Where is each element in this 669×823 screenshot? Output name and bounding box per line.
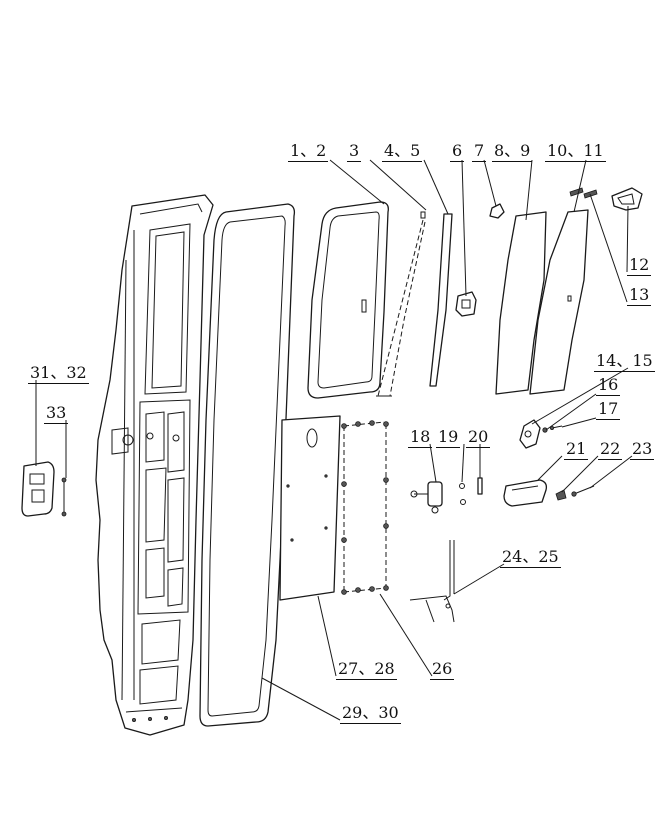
weatherstrip-seal-part: [199, 203, 296, 727]
label-3: 3: [347, 141, 362, 162]
inner-handle-14-15-part: [519, 419, 541, 449]
label-31-32: 31、32: [28, 363, 89, 384]
label-19: 19: [436, 427, 461, 448]
label-4-5: 4、5: [382, 141, 423, 162]
glass-8-9-part: [495, 211, 547, 395]
door-frame-part: [95, 194, 214, 736]
nut-22-part: [555, 489, 567, 501]
label-22: 22: [598, 439, 623, 460]
rod-20-part: [477, 477, 483, 495]
mirror-cap-12-part: [611, 187, 643, 211]
glass-10-11-part: [529, 209, 589, 395]
part-16: [542, 427, 548, 433]
label-20: 20: [466, 427, 491, 448]
clip-19-part: [459, 483, 466, 505]
window-frame-part: [307, 201, 389, 399]
trim-panel-27-28-part: [279, 415, 341, 601]
door-lock-31-32-part: [21, 461, 55, 517]
label-21: 21: [564, 439, 589, 460]
label-23: 23: [630, 439, 655, 460]
screw-17-part: [550, 425, 563, 430]
screws-13-part: [569, 187, 598, 199]
label-27-28: 27、28: [336, 659, 397, 680]
label-26: 26: [430, 659, 455, 680]
leader-lines: [35, 159, 633, 721]
label-18: 18: [408, 427, 433, 448]
label-8-9: 8、9: [492, 141, 533, 162]
label-12: 12: [627, 255, 652, 276]
label-17: 17: [596, 399, 621, 420]
label-29-30: 29、30: [340, 703, 401, 724]
label-24-25: 24、25: [500, 547, 561, 568]
label-16: 16: [596, 375, 621, 396]
outer-handle-21-part: [503, 479, 548, 507]
plug-7-part: [489, 203, 505, 219]
bolt-3-part: [376, 211, 426, 397]
bracket-6-part: [455, 291, 477, 317]
lock-cylinder-18-part: [410, 481, 443, 514]
link-rods-24-25-part: [409, 540, 455, 623]
label-33: 33: [44, 403, 69, 424]
label-14-15: 14、15: [594, 351, 655, 372]
label-6: 6: [450, 141, 465, 162]
label-13: 13: [627, 285, 652, 306]
label-7: 7: [472, 141, 487, 162]
label-10-11: 10、11: [545, 141, 606, 162]
glass-run-channel-part: [429, 213, 453, 387]
screws-33-part: [61, 477, 67, 517]
label-1-2: 1、2: [288, 141, 329, 162]
clips-26-part: [341, 420, 389, 595]
